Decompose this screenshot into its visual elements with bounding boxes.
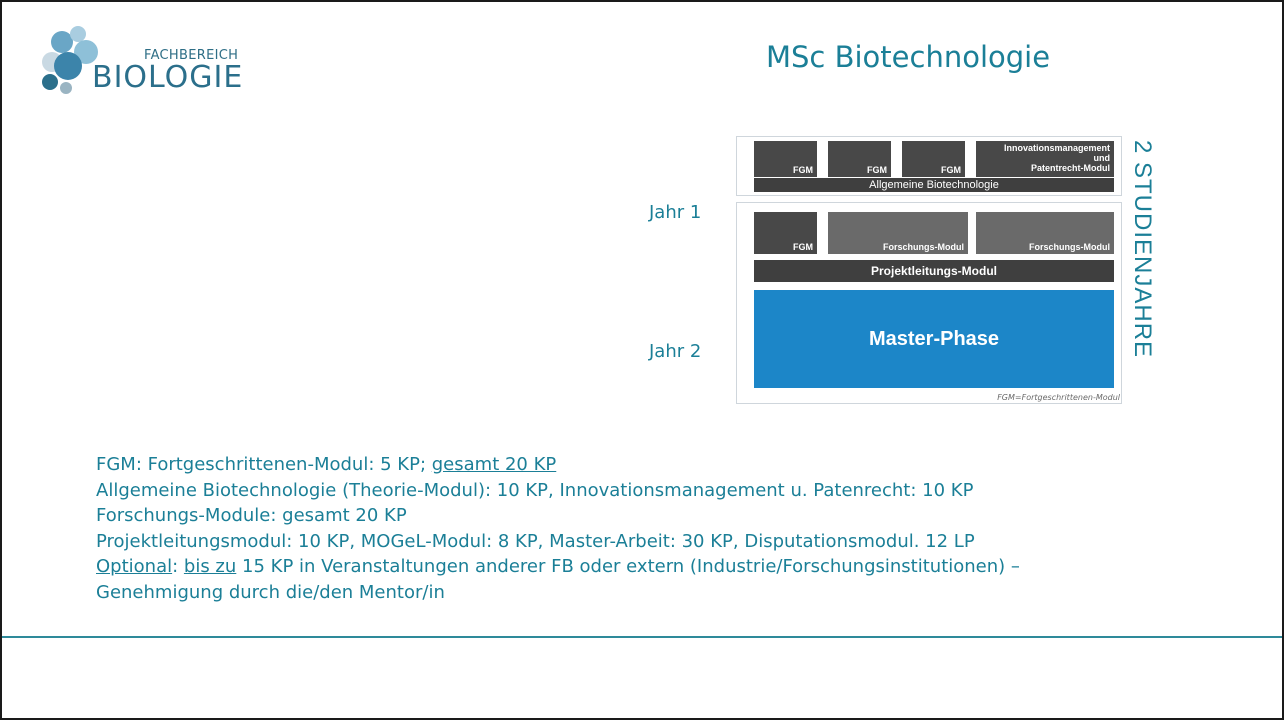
innovation-module-box: Innovationsmanagement und Patentrecht-Mo… bbox=[976, 141, 1114, 177]
logo-bubbles-icon bbox=[42, 26, 98, 94]
module-credits-text: FGM: Fortgeschrittenen-Modul: 5 KP; gesa… bbox=[96, 452, 1266, 605]
allgemeine-biotechnologie-bar: Allgemeine Biotechnologie bbox=[754, 178, 1114, 192]
fgm-box-2: FGM bbox=[828, 141, 891, 177]
logo-text-small: FACHBEREICH bbox=[144, 48, 239, 63]
forschungs-modul-1-label: Forschungs-Modul bbox=[883, 242, 964, 252]
forschungs-modul-2-label: Forschungs-Modul bbox=[1029, 242, 1110, 252]
line-fgm: FGM: Fortgeschrittenen-Modul: 5 KP; gesa… bbox=[96, 452, 1266, 478]
fgm-text: FGM: Fortgeschrittenen-Modul: 5 KP; bbox=[96, 454, 432, 475]
fachbereich-biologie-logo bbox=[36, 22, 266, 102]
divider-line bbox=[2, 636, 1282, 638]
slide-title: MSc Biotechnologie bbox=[766, 40, 1051, 74]
optional-detail-text: 15 KP in Veranstaltungen anderer FB oder… bbox=[236, 556, 1020, 577]
fgm-box-3-label: FGM bbox=[941, 165, 961, 175]
fgm-box-3: FGM bbox=[902, 141, 965, 177]
studienjahre-vertical-label: 2 STUDIENJAHRE bbox=[1129, 140, 1156, 359]
line-forschung: Forschungs-Module: gesamt 20 KP bbox=[96, 505, 407, 526]
fgm-box-1: FGM bbox=[754, 141, 817, 177]
line-projekt: Projektleitungsmodul: 10 KP, MOGeL-Modul… bbox=[96, 530, 975, 552]
study-plan-diagram: FGM FGM FGM Innovationsmanagement und Pa… bbox=[736, 136, 1128, 406]
fgm-box-4: FGM bbox=[754, 212, 817, 254]
fgm-box-1-label: FGM bbox=[793, 165, 813, 175]
forschungs-modul-box-1: Forschungs-Modul bbox=[828, 212, 968, 254]
innov-line-2: und bbox=[1093, 153, 1111, 163]
innov-line-3: Patentrecht-Modul bbox=[1030, 163, 1110, 173]
optional-text: Optional bbox=[96, 556, 173, 577]
year-2-label: Jahr 2 bbox=[649, 341, 702, 362]
year-1-label: Jahr 1 bbox=[649, 202, 702, 223]
projektleitungs-modul-bar: Projektleitungs-Modul bbox=[754, 260, 1114, 282]
fgm-box-4-label: FGM bbox=[793, 242, 813, 252]
line-optional: Optional: bis zu 15 KP in Veranstaltunge… bbox=[96, 554, 1266, 580]
line-genehmigung: Genehmigung durch die/den Mentor/in bbox=[96, 581, 445, 603]
innov-line-1: Innovationsmanagement bbox=[1003, 143, 1110, 153]
logo-text-big: BIOLOGIE bbox=[92, 60, 244, 95]
master-phase-block: Master-Phase bbox=[754, 290, 1114, 388]
forschungs-modul-box-2: Forschungs-Modul bbox=[976, 212, 1114, 254]
fgm-box-2-label: FGM bbox=[867, 165, 887, 175]
colon-text: : bbox=[172, 556, 184, 577]
fgm-total-text: gesamt 20 KP bbox=[431, 454, 557, 475]
fgm-footnote: FGM=Fortgeschrittenen-Modul bbox=[997, 393, 1120, 402]
bis-zu-text: bis zu bbox=[183, 556, 237, 577]
line-allgemeine: Allgemeine Biotechnologie (Theorie-Modul… bbox=[96, 479, 974, 501]
